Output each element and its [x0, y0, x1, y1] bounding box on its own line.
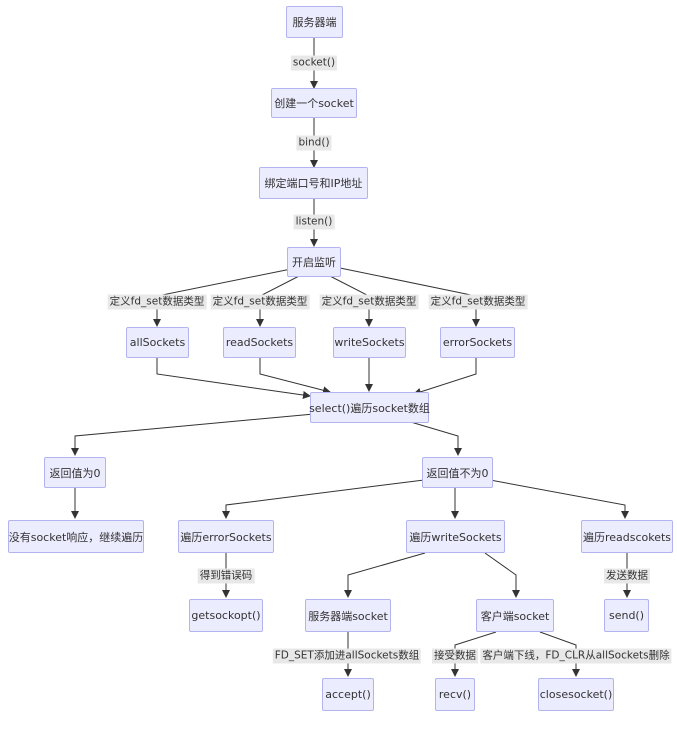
node-client-socket: 客户端socket: [476, 599, 554, 632]
node-server: 服务器端: [286, 6, 343, 38]
node-iter-write: 遍历writeSockets: [406, 520, 505, 553]
node-server-socket: 服务器端socket: [305, 599, 391, 632]
node-select: select()遍历socket数组: [309, 392, 430, 423]
edge-label-listen: listen(): [293, 214, 335, 230]
node-accept: accept(): [322, 678, 374, 711]
node-create-socket: 创建一个socket: [271, 88, 357, 118]
node-iter-error: 遍历errorSockets: [178, 520, 274, 553]
node-write-sockets: writeSockets: [333, 327, 406, 358]
edge-label-fd-type-2: 定义fd_set数据类型: [210, 294, 310, 310]
edge-all-select: [156, 358, 311, 399]
node-no-response: 没有socket响应，继续遍历: [8, 520, 144, 553]
node-getsockopt: getsockopt(): [189, 599, 263, 632]
edge-write-client: [484, 552, 520, 598]
edge-label-bind: bind(): [296, 135, 332, 151]
edge-label-fd-type-4: 定义fd_set数据类型: [428, 294, 528, 310]
edge-select-zero: [71, 413, 315, 456]
edge-label-client-offline: 客户端下线，FD_CLR从allSockets删除: [480, 648, 672, 664]
edge-select-nonzero: [403, 419, 462, 456]
node-all-sockets: allSockets: [126, 327, 189, 358]
node-return-nonzero: 返回值不为0: [422, 457, 493, 488]
edge-nonzero-error: [222, 479, 425, 519]
edge-read-select: [259, 358, 331, 395]
node-recv: recv(): [435, 678, 475, 711]
edge-client-close: [539, 631, 580, 677]
edge-label-fd-type-3: 定义fd_set数据类型: [319, 294, 419, 310]
node-read-sockets: readSockets: [223, 327, 296, 358]
edge-client-recv: [451, 631, 497, 677]
node-closesocket: closesocket(): [538, 678, 614, 711]
edge-label-fd-set-add: FD_SET添加进allSockets数组: [272, 648, 422, 664]
node-bind-port: 绑定端口号和IP地址: [259, 167, 368, 199]
edge-label-fd-type-1: 定义fd_set数据类型: [107, 294, 207, 310]
edge-label-socket: socket(): [290, 55, 338, 71]
edge-label-send-data: 发送数据: [604, 568, 650, 584]
edge-error-select: [413, 358, 477, 396]
node-iter-read: 遍历readscokets: [581, 520, 673, 553]
edge-label-receive-data: 接受数据: [432, 648, 478, 664]
node-return-zero: 返回值为0: [44, 457, 106, 488]
node-send: send(): [604, 599, 649, 632]
edge-label-get-error-code: 得到错误码: [197, 568, 255, 584]
node-start-listen: 开启监听: [287, 247, 341, 277]
node-error-sockets: errorSockets: [440, 327, 515, 358]
edge-write-server: [344, 552, 426, 598]
edge-nonzero-read: [489, 479, 629, 519]
